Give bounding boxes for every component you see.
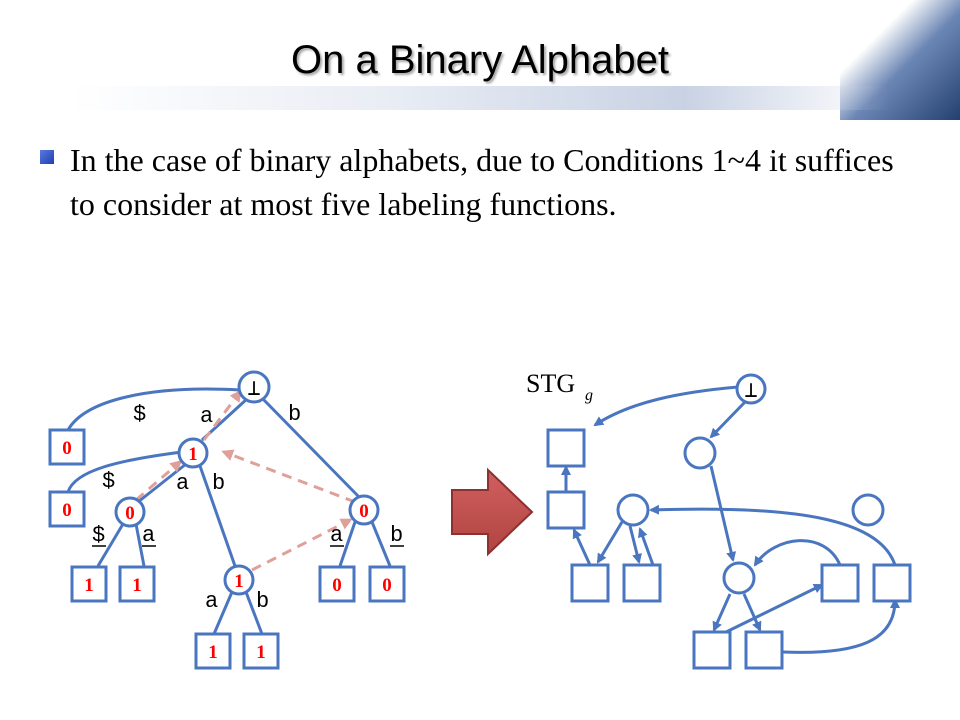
graph-edge — [709, 399, 748, 439]
graph-node — [683, 436, 717, 470]
graph-edge — [628, 525, 642, 564]
graph-node — [616, 493, 650, 527]
graph-edge — [572, 528, 592, 566]
graph-box — [744, 630, 784, 670]
graph-box — [820, 563, 860, 603]
tree-edge — [370, 521, 392, 567]
graph-box — [570, 563, 610, 603]
tree-edge — [66, 450, 183, 493]
edge-label: $ — [133, 402, 146, 427]
graph-edge — [712, 593, 732, 632]
edge-label: b — [256, 589, 269, 614]
tree-edge — [134, 523, 146, 567]
graph-box — [622, 563, 662, 603]
edge-label: a — [330, 523, 343, 548]
tree-node-1-value: 1 — [188, 444, 198, 465]
graph-edge — [721, 583, 824, 636]
edge-label: $ — [92, 523, 105, 548]
edge-label: b — [212, 471, 225, 496]
tree-leaf — [318, 565, 356, 603]
graph-edge — [649, 504, 897, 566]
tree-edge — [96, 523, 125, 567]
graph-box — [692, 630, 732, 670]
stg-subscript: g — [585, 387, 593, 404]
suffix-link — [221, 449, 356, 504]
leaf-value: 0 — [382, 575, 392, 596]
tree-leaf — [368, 565, 406, 603]
edge-label: b — [288, 402, 301, 427]
graph-edge — [638, 527, 655, 566]
suffix-link — [251, 518, 353, 572]
tree-box — [48, 428, 86, 466]
tree-node-3-value: 1 — [234, 571, 244, 592]
bullet-square-icon — [40, 150, 54, 164]
edge-label: a — [205, 589, 218, 614]
suffix-tree: ⊥ 1 0 1 0 0 0 1 1 1 — [48, 370, 406, 670]
tree-node-4-value: 0 — [359, 501, 369, 522]
graph-node — [851, 493, 885, 527]
graph-edge — [782, 598, 900, 654]
graph-box — [546, 428, 586, 468]
tree-root-label: ⊥ — [247, 377, 260, 402]
edge-label: b — [390, 523, 403, 548]
graph-root-node — [735, 373, 767, 405]
graph-box — [546, 490, 586, 530]
tree-edge — [66, 387, 241, 431]
leaf-value: 0 — [332, 575, 342, 596]
tree-edge — [244, 591, 264, 635]
tree-leaf — [242, 632, 280, 670]
tree-node-2 — [114, 496, 146, 528]
tree-node-4 — [348, 494, 380, 526]
graph-root-label: ⊥ — [744, 379, 757, 404]
leaf-value: 1 — [208, 642, 218, 663]
suffix-link — [202, 389, 242, 441]
graph-box — [872, 563, 912, 603]
graph-edge — [753, 539, 842, 567]
edge-label: a — [176, 471, 189, 496]
graph-edge — [709, 465, 737, 562]
box-value: 0 — [62, 438, 72, 459]
box-value: 0 — [62, 500, 72, 521]
tree-edge — [212, 591, 234, 635]
tree-leaf — [194, 632, 232, 670]
bullet-text: In the case of binary alphabets, due to … — [70, 142, 894, 222]
tree-leaf — [70, 565, 108, 603]
stg-label: STG — [526, 369, 575, 398]
graph-edge — [742, 593, 762, 632]
graph-edge — [593, 385, 739, 427]
tree-node-3 — [223, 564, 255, 596]
slide-title: On a Binary Alphabet — [290, 38, 670, 82]
tree-node-2-value: 0 — [125, 503, 135, 524]
title-underline-bar — [70, 86, 890, 110]
graph-node — [722, 561, 756, 595]
leaf-value: 1 — [256, 642, 266, 663]
tree-edge — [260, 396, 362, 500]
graph-edge — [596, 521, 624, 564]
leaf-value: 1 — [84, 575, 94, 596]
edge-label: a — [142, 523, 155, 548]
tree-root-node — [237, 370, 271, 404]
stg-graph: STG g ⊥ — [526, 369, 912, 670]
tree-leaf — [118, 565, 156, 603]
tree-edge — [198, 465, 237, 567]
edge-label: $ — [102, 469, 115, 494]
suffix-link — [135, 460, 183, 502]
leaf-value: 1 — [132, 575, 142, 596]
tree-box — [48, 490, 86, 528]
edge-label: a — [200, 404, 213, 429]
tree-node-1 — [177, 437, 209, 469]
transform-arrow-icon — [451, 467, 534, 557]
